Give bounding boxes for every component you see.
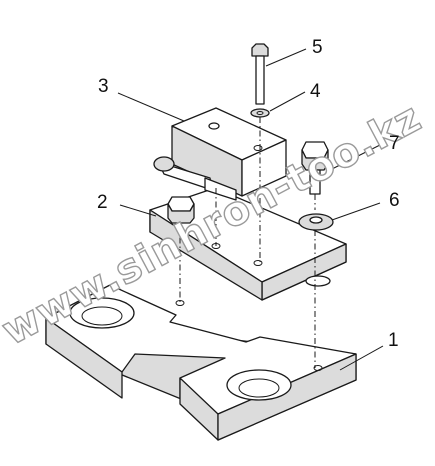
mounting-bracket bbox=[149, 187, 347, 301]
small-washer bbox=[250, 108, 270, 118]
callout-5: 5 bbox=[312, 37, 323, 58]
callout-2: 2 bbox=[97, 192, 108, 213]
bracket-nut bbox=[167, 196, 195, 224]
callout-7: 7 bbox=[389, 133, 400, 154]
assembly-axis-lines bbox=[179, 117, 316, 368]
callout-3: 3 bbox=[98, 76, 109, 97]
limit-switch bbox=[153, 107, 287, 201]
washer bbox=[298, 213, 334, 231]
callout-6: 6 bbox=[389, 190, 400, 211]
callout-labels: 1 2 3 4 5 6 7 bbox=[97, 37, 400, 351]
base-plate bbox=[45, 284, 357, 441]
long-screw bbox=[251, 43, 269, 105]
callout-1: 1 bbox=[388, 330, 399, 351]
leader-lines bbox=[117, 48, 384, 371]
callout-4: 4 bbox=[310, 81, 321, 102]
hex-bolt bbox=[301, 141, 329, 195]
